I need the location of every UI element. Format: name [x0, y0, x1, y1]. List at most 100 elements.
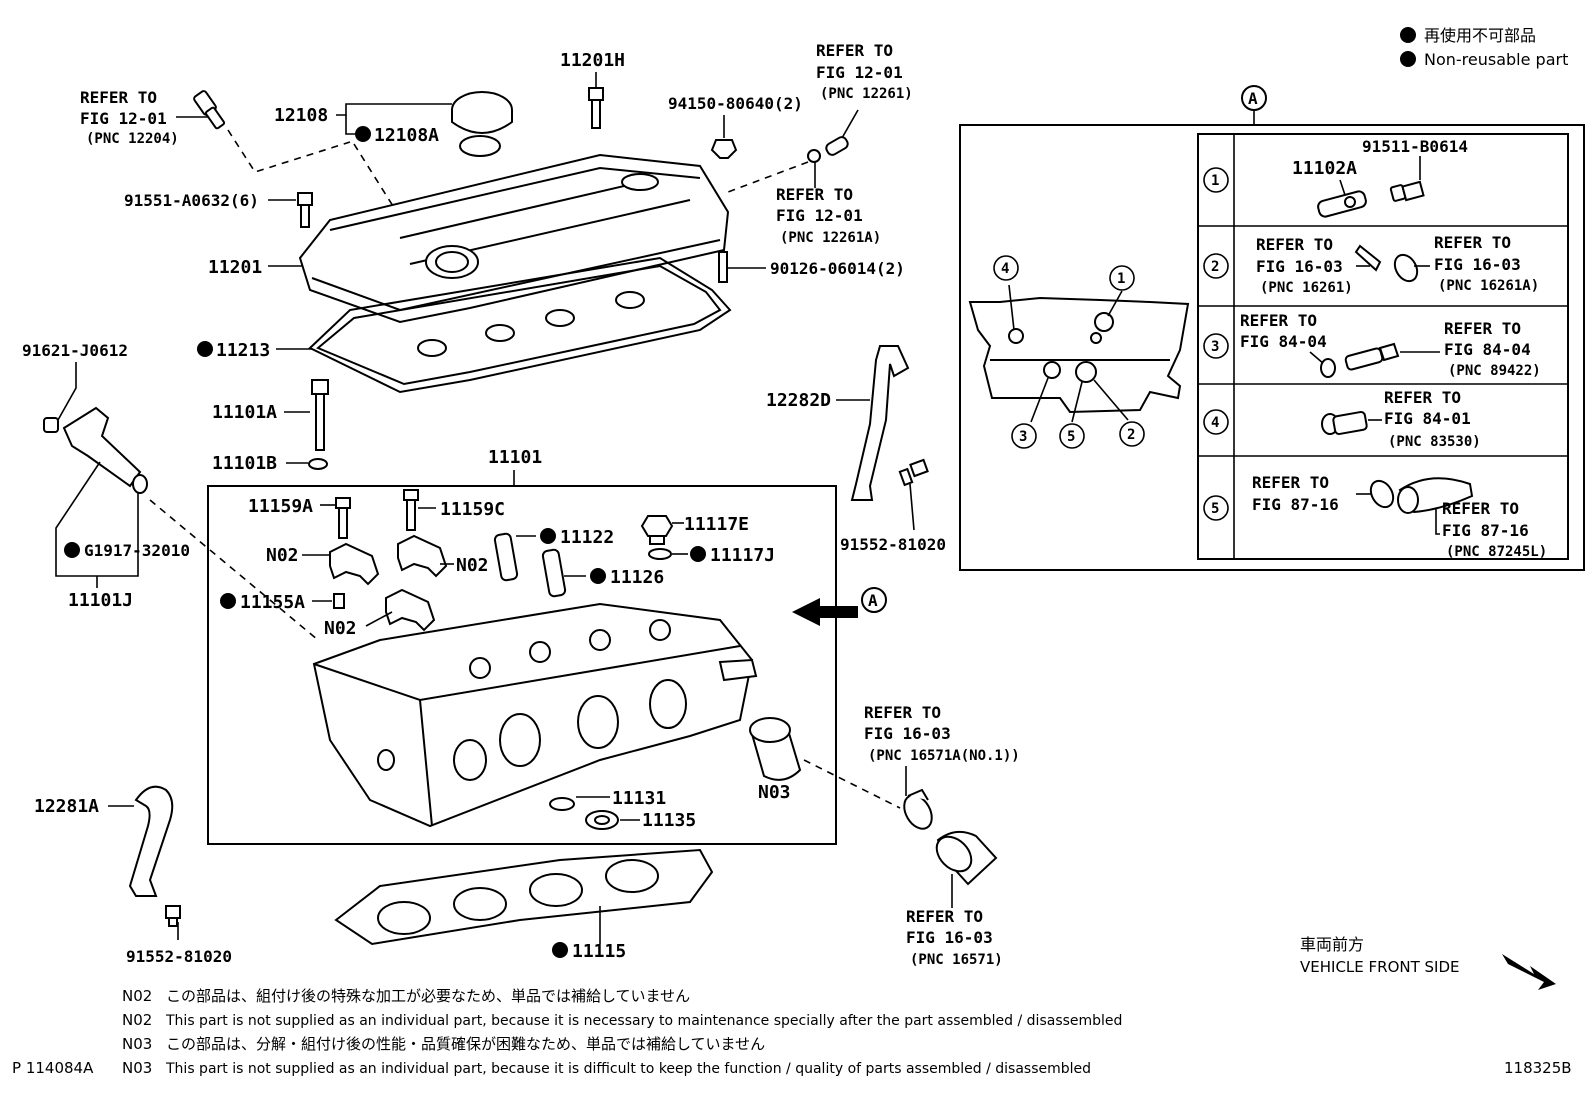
gasket-89422-icon [1320, 358, 1336, 378]
pcv-valve-icon [193, 90, 226, 130]
label-11101b: 11101B [212, 453, 277, 474]
washer-11101b-icon [308, 458, 328, 470]
figure-id-left: P 114084A [12, 1059, 94, 1077]
refer-12261a-pnc: (PNC 12261A) [780, 230, 881, 246]
refer-16571a-pnc: (PNC 16571A(NO.1)) [868, 748, 1020, 764]
plug-11117e-icon [640, 515, 674, 545]
label-n03: N03 [758, 782, 791, 803]
detail-row-5: 5 REFER TO FIG 87-16 REFER TO FIG 87-16 … [1203, 473, 1547, 560]
refer-16261a-pnc: (PNC 16261A) [1438, 278, 1539, 294]
svg-text:2: 2 [1211, 259, 1219, 275]
figure-id-right: 118325B [1504, 1059, 1572, 1077]
bolt-11159c-icon [403, 489, 419, 531]
svg-text:5: 5 [1067, 429, 1075, 445]
refer-89422-pnc: (PNC 89422) [1448, 363, 1541, 379]
label-11131: 11131 [612, 788, 666, 809]
svg-text:2: 2 [1127, 427, 1135, 443]
engine-hanger-12281a-icon [128, 785, 174, 897]
label-91511: 91511-B0614 [1362, 137, 1468, 156]
bolt-91511-icon [1389, 180, 1425, 202]
note-2-text: This part is not supplied as an individu… [165, 1013, 1122, 1029]
legend-jp: 再使用不可部品 [1424, 26, 1536, 45]
water-outlet-group: REFER TO FIG 16-03 (PNC 16571A(NO.1)) RE… [803, 703, 1020, 968]
refer-12204-line1: REFER TO [80, 88, 157, 107]
camshaft-cap-b-icon [397, 534, 448, 578]
cylinder-head-icon [312, 602, 758, 828]
label-11126: 11126 [610, 567, 664, 588]
svg-text:5: 5 [1211, 501, 1219, 517]
svg-text:3: 3 [1019, 429, 1027, 445]
label-g1917: G1917-32010 [84, 541, 190, 560]
label-n02-b: N02 [456, 555, 489, 576]
label-11115: 11115 [572, 941, 626, 962]
label-11101a: 11101A [212, 402, 277, 423]
refer-12261-line1: REFER TO [816, 41, 893, 60]
refer-12204-pnc: (PNC 12204) [86, 131, 179, 147]
note-3-code: N03 [122, 1035, 152, 1053]
refer-16261-line2: FIG 16-03 [1256, 257, 1343, 276]
hose-87245l-icon [1397, 477, 1474, 514]
pin-11155a-icon [333, 593, 345, 609]
label-11159a: 11159A [248, 496, 313, 517]
hose-12261-icon [807, 136, 849, 163]
detail-row-2: 2 REFER TO FIG 16-03 (PNC 16261) REFER T… [1203, 233, 1539, 296]
label-12108a: 12108A [374, 125, 439, 146]
engine-hanger-12282d-icon [850, 345, 910, 501]
svg-text:1: 1 [1211, 173, 1219, 189]
vvt-sensor-icon [1317, 190, 1367, 218]
view-a-arrow-icon [792, 598, 858, 626]
camshaft-cap-a-icon [329, 542, 380, 586]
legend: 再使用不可部品 Non-reusable part [1400, 26, 1568, 69]
bolt-91552-b-icon [898, 458, 929, 487]
oil-pressure-switch-icon [1321, 410, 1368, 436]
refer-87-16-left-line2: FIG 87-16 [1252, 495, 1339, 514]
temp-sensor-89422-icon [1344, 342, 1400, 371]
refer-87-16-left-line1: REFER TO [1252, 473, 1329, 492]
note-4-code: N03 [122, 1059, 152, 1077]
head-gasket-icon [334, 848, 714, 946]
bracket-12281a-group: 12281A 91552-81020 [34, 785, 232, 966]
ocv-group: 91621-J0612 G1917-32010 11101J [22, 341, 319, 641]
water-hose-16571-icon [935, 830, 998, 886]
refer-12204-line2: FIG 12-01 [80, 109, 167, 128]
legend-en: Non-reusable part [1424, 50, 1568, 69]
detail-row-4: 4 REFER TO FIG 84-01 (PNC 83530) [1203, 388, 1481, 450]
svg-text:4: 4 [1001, 261, 1009, 277]
label-11117j: 11117J [710, 545, 775, 566]
refer-87245l-line1: REFER TO [1442, 499, 1519, 518]
note-2-code: N02 [122, 1011, 152, 1029]
refer-16571a-line1: REFER TO [864, 703, 941, 722]
bolt-11201h-icon [588, 87, 604, 129]
nonreusable-dot-11213 [197, 341, 213, 357]
label-11102a: 11102A [1292, 158, 1357, 179]
gasket-11117j-icon [648, 548, 672, 560]
label-12282d: 12282D [766, 390, 831, 411]
valve-guide-11126-icon [541, 548, 567, 598]
svg-text:4: 4 [1211, 415, 1219, 431]
refer-12261a-line2: FIG 12-01 [776, 206, 863, 225]
detail-row-3: 3 REFER TO FIG 84-04 REFER TO FIG 84-04 … [1203, 311, 1541, 379]
label-11201h: 11201H [560, 50, 625, 71]
label-11122: 11122 [560, 527, 614, 548]
refer-87245l-line2: FIG 87-16 [1442, 521, 1529, 540]
nonreusable-dot-11117j [690, 546, 706, 562]
cylinder-head-side-view-icon [968, 296, 1190, 414]
hose-16261-icon [1354, 244, 1419, 283]
head-bolt-11101a-icon [311, 379, 329, 451]
bolt-91551-icon [297, 192, 313, 228]
label-11101j: 11101J [68, 590, 133, 611]
refer-16571-line1: REFER TO [906, 907, 983, 926]
refer-89422-line2: FIG 84-04 [1444, 340, 1531, 359]
refer-84-04-left-line1: REFER TO [1240, 311, 1317, 330]
label-11135: 11135 [642, 810, 696, 831]
nut-94150-icon [710, 139, 738, 159]
valve-guide-11122-icon [493, 532, 519, 582]
camshaft-cap-c-icon [385, 588, 436, 632]
notes: N02 この部品は、組付け後の特殊な加工が必要なため、単品では補給していません … [122, 987, 1122, 1077]
refer-16261-pnc: (PNC 16261) [1260, 280, 1353, 296]
label-91552-b: 91552-81020 [840, 535, 946, 554]
note-4-text: This part is not supplied as an individu… [165, 1061, 1091, 1077]
nonreusable-dot-12108a [355, 126, 371, 142]
note-1-code: N02 [122, 987, 152, 1005]
